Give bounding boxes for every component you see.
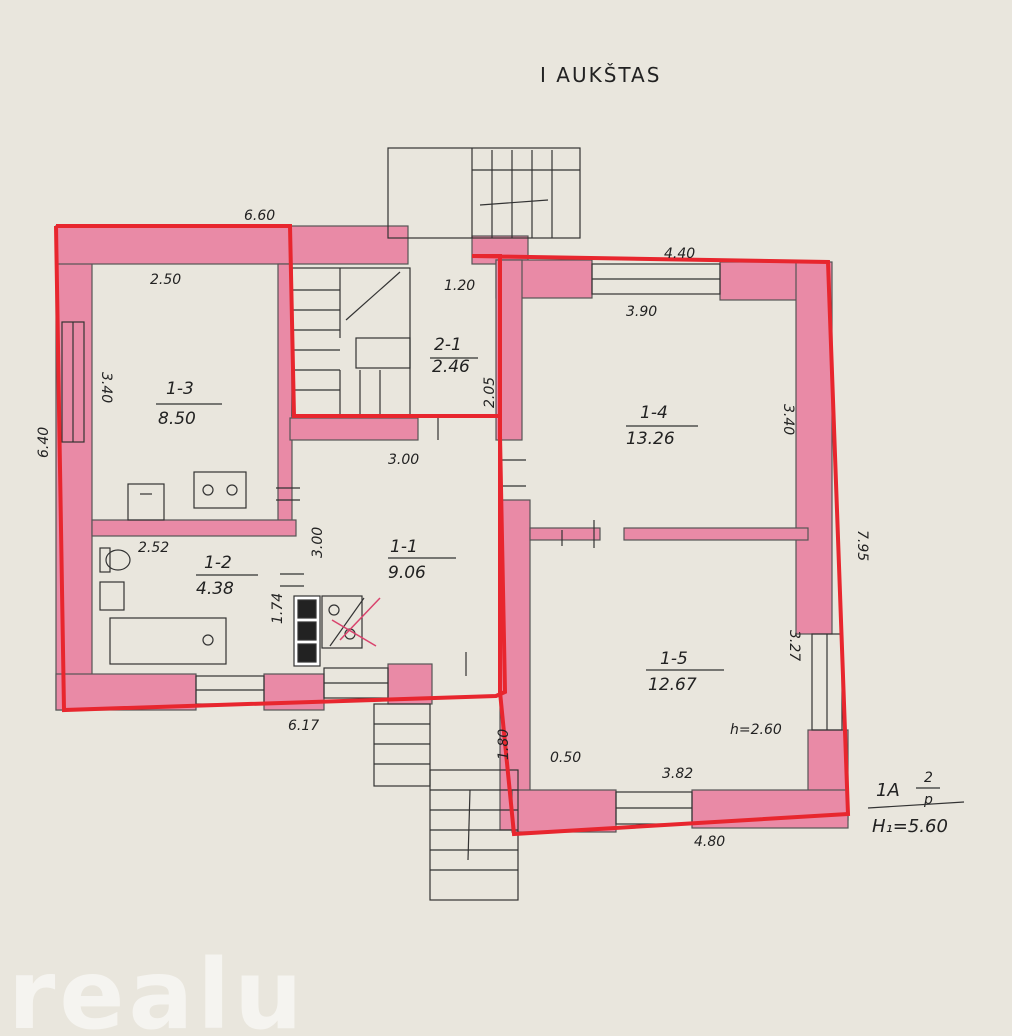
dim-top-right: 4.40 bbox=[664, 246, 695, 262]
room-id: 1-1 bbox=[390, 537, 418, 557]
dim-right: 7.95 bbox=[854, 530, 870, 561]
room-area: 13.26 bbox=[626, 429, 675, 449]
room-id: 1-3 bbox=[166, 379, 194, 399]
dim-room14-side: 3.40 bbox=[780, 404, 796, 435]
height-label: H₁=5.60 bbox=[872, 816, 948, 837]
dim-hall-side: 3.00 bbox=[310, 527, 326, 558]
room-id: 1-4 bbox=[640, 403, 668, 423]
dim-stair-side: 2.05 bbox=[482, 377, 498, 408]
fixtures bbox=[99, 471, 381, 667]
building-code-main: 1A bbox=[876, 780, 900, 801]
building-code-super: 2 bbox=[924, 770, 933, 786]
room-id: 1-5 bbox=[660, 649, 688, 669]
dim-room15-corner: 0.50 bbox=[550, 750, 581, 766]
stairs-top bbox=[387, 147, 581, 239]
plan-title: I AUKŠTAS bbox=[540, 63, 661, 87]
watermark-logo: realu bbox=[8, 939, 306, 1036]
dim-left: 6.40 bbox=[36, 427, 52, 458]
dim-room13-top: 2.50 bbox=[150, 272, 181, 288]
dim-room13-side: 3.40 bbox=[98, 372, 114, 403]
room-area: 9.06 bbox=[388, 563, 426, 583]
room-area: 4.38 bbox=[196, 579, 234, 599]
dim-room14-top: 3.90 bbox=[626, 304, 657, 320]
dim-bath-side: 1.74 bbox=[270, 593, 286, 624]
room-area: 2.46 bbox=[432, 357, 470, 377]
room-id: 1-2 bbox=[204, 553, 232, 573]
building-code: 1A 2 p H₁=5.60 bbox=[867, 770, 965, 837]
dim-bottom-right: 4.80 bbox=[694, 834, 725, 850]
dim-hall-top: 3.00 bbox=[388, 452, 419, 468]
building-code-sub: p bbox=[923, 792, 933, 808]
windows bbox=[61, 263, 843, 825]
door-marks bbox=[276, 418, 595, 676]
dim-top-left: 6.60 bbox=[244, 208, 275, 224]
room-area: 8.50 bbox=[158, 409, 196, 429]
dim-bottom-left: 6.17 bbox=[288, 718, 319, 734]
dim-room15-bottom: 3.82 bbox=[662, 766, 693, 782]
dim-stair-top: 1.20 bbox=[444, 278, 475, 294]
dim-room15-side: 3.27 bbox=[786, 630, 802, 661]
dim-porch-side: 1.80 bbox=[496, 729, 512, 760]
dim-bath-top: 2.52 bbox=[138, 540, 169, 556]
highlight-outlines bbox=[54, 224, 851, 837]
room-labels: 1-3 8.50 2-1 2.46 1-4 13.26 1-1 9.06 1-2… bbox=[156, 335, 724, 695]
dim-room15-height: h=2.60 bbox=[730, 722, 782, 738]
dimension-labels: 6.60 4.40 6.40 7.95 6.17 4.80 2.50 3.40 … bbox=[36, 208, 870, 850]
room-area: 12.67 bbox=[648, 675, 697, 695]
room-id: 2-1 bbox=[434, 335, 462, 355]
